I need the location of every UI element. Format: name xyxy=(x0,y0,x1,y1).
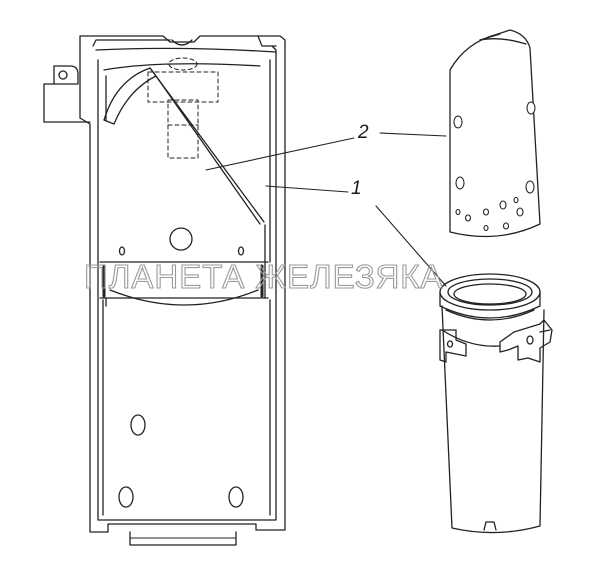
leader-1 xyxy=(265,185,349,193)
leader-2 xyxy=(205,137,355,171)
housing-outline xyxy=(79,35,286,533)
leader-lines xyxy=(205,132,447,287)
watermark-text: ПЛАНЕТА ЖЕЛЕЗЯКА xyxy=(83,257,444,295)
callout-1: 1 xyxy=(351,178,362,199)
clamp-right xyxy=(499,319,553,363)
pipe-cylinder xyxy=(439,273,553,534)
callout-2: 2 xyxy=(358,122,369,143)
left-bracket xyxy=(43,65,91,123)
housing-panel xyxy=(43,35,286,546)
perforated-tube xyxy=(449,29,541,238)
center-hole xyxy=(169,227,193,251)
clamp-left xyxy=(439,329,467,363)
